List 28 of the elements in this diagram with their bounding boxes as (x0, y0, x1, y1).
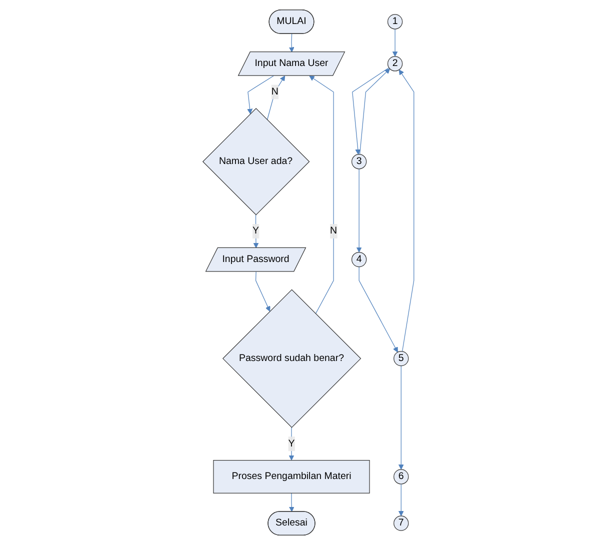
node-diamond: Password sudah benar? (222, 289, 361, 428)
edge-label: N (270, 86, 278, 97)
arrow (308, 76, 334, 314)
arrow (356, 168, 362, 253)
arrow (255, 271, 270, 312)
node-circle: 2 (387, 56, 402, 72)
node-circle: 5 (393, 350, 408, 366)
arrow (246, 76, 274, 114)
arrow (398, 484, 404, 516)
node-circle: 4 (351, 252, 366, 268)
arrow (288, 34, 294, 52)
edge-label: N (330, 226, 337, 236)
node-circle: 7 (393, 516, 408, 531)
arrow (266, 76, 285, 120)
edge-label: Y (288, 438, 294, 449)
node-circle: 6 (393, 469, 408, 484)
arrow (359, 68, 390, 155)
node-circle: 3 (351, 154, 366, 170)
node-diamond: Nama User ada? (202, 108, 310, 216)
edge-label: Y (252, 226, 259, 236)
arrow (288, 492, 294, 512)
arrow (392, 28, 398, 57)
node-circle: 1 (387, 14, 402, 30)
node-box: Proses Pengambilan Materi (212, 460, 370, 494)
arrow (352, 67, 389, 155)
arrow (398, 70, 414, 352)
arrow (398, 366, 404, 470)
arrow (358, 266, 398, 352)
